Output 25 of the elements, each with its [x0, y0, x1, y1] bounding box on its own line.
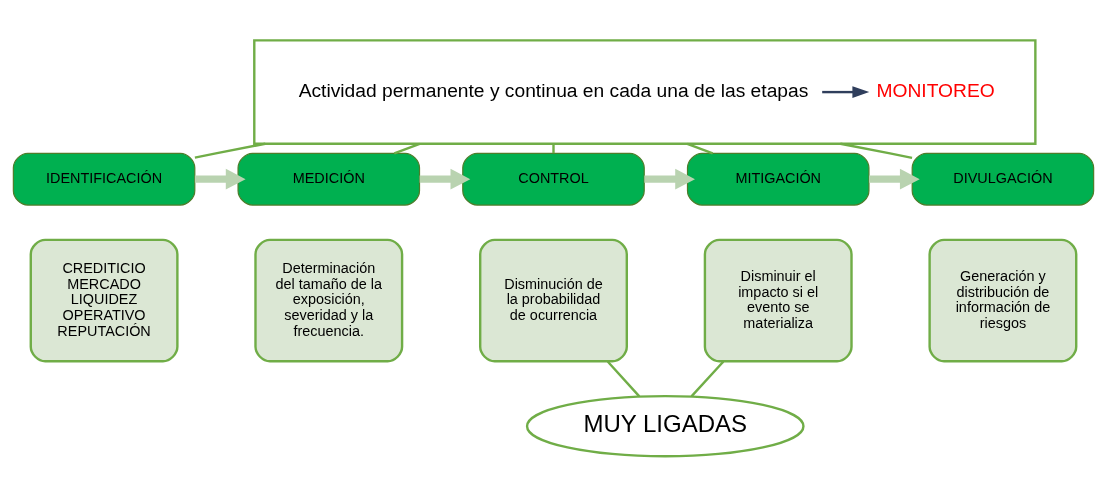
node-text: MONITOREO	[876, 79, 995, 101]
connector	[393, 142, 421, 154]
arrow	[644, 168, 695, 190]
arrow	[822, 85, 870, 98]
connector	[686, 142, 714, 154]
arrow	[194, 168, 246, 190]
node-box: MITIGACIÓN	[686, 152, 870, 206]
node-text: Actividad permanente y continua en cada una de las etapas	[298, 79, 809, 101]
arrow	[419, 168, 471, 190]
node-box: MEDICIÓN	[237, 152, 421, 206]
arrow	[869, 168, 920, 190]
node-box: Determinación del tamaño de la exposición, severidad y la frecuencia.	[254, 238, 404, 362]
connector	[606, 360, 641, 397]
node-ellipse: MUY LIGADAS	[525, 394, 805, 457]
node-box: DIVULGACIÓN	[911, 152, 1095, 206]
cluster	[253, 38, 1037, 145]
connector	[552, 143, 555, 153]
node-box: CREDITICIO MERCADO LIQUIDEZ OPERATIVO REPUTACIÓN	[29, 238, 179, 362]
node-box: Disminuir el impacto si el evento se materializa	[703, 238, 853, 362]
connector	[194, 142, 266, 159]
node-box: Generación y distribución de información de riesgos	[928, 238, 1078, 362]
node-box: IDENTIFICACIÓN	[12, 152, 196, 206]
connector	[690, 360, 725, 397]
node-box: Disminución de la probabilidad de ocurrencia	[479, 238, 628, 362]
node-box: CONTROL	[462, 152, 645, 206]
